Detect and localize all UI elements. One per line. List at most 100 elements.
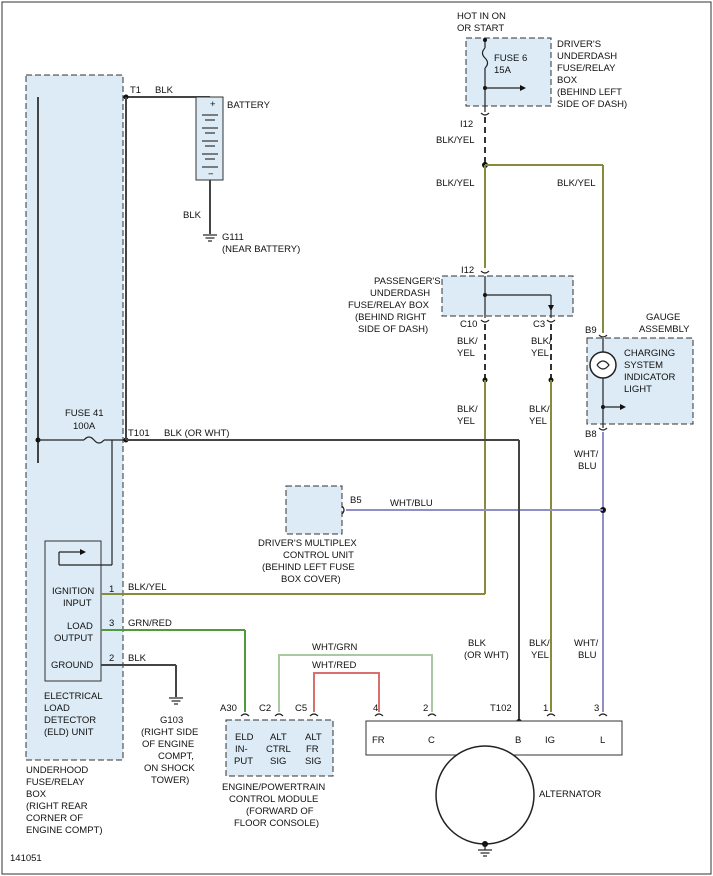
eld-load-a: LOAD — [67, 621, 93, 632]
alt-pin-2: 2 — [423, 703, 428, 714]
alt-pin-3: 3 — [594, 703, 599, 714]
t101-label: T101 — [128, 428, 150, 439]
ecm-box — [225, 719, 334, 777]
eld-line2: LOAD — [44, 703, 70, 714]
eld-pin2: 2 — [109, 653, 114, 664]
pass-box-pin-c3: C3 — [533, 319, 545, 330]
wire-blkyel-top: BLK/YEL — [436, 135, 475, 146]
eld-ground: GROUND — [51, 660, 93, 671]
ecm-sig3-c: SIG — [305, 756, 321, 767]
gauge-line4: LIGHT — [624, 384, 652, 395]
wire-b5: WHT/BLU — [390, 498, 433, 509]
wire-l-a: WHT/ — [574, 638, 599, 649]
drivers-fuse-box-group: HOT IN ON OR START FUSE 6 15A DRIVER'S U… — [436, 11, 627, 333]
alternator-group: BLK (OR WHT) BLK/ YEL WHT/ BLU 4 2 T102 … — [365, 638, 623, 857]
ecm-line3: (FORWARD OF — [246, 806, 314, 817]
gauge-pin-b8: B8 — [585, 429, 597, 440]
fuse41-icon — [83, 436, 105, 444]
pass-box-pin-i12: I12 — [461, 265, 474, 276]
alt-term-ig: IG — [545, 735, 555, 746]
ecm-sig1-c: PUT — [234, 756, 253, 767]
fuse6-label: FUSE 6 — [494, 53, 527, 64]
passengers-fuse-box — [441, 275, 574, 317]
gauge-line1: CHARGING — [624, 348, 675, 359]
wire-ig-b: YEL — [531, 650, 549, 661]
battery-gnd-wire: BLK — [183, 210, 202, 221]
ecm-line1: ENGINE/POWERTRAIN — [222, 782, 325, 793]
g103-group: G103 (RIGHT SIDE OF ENGINE COMPT, ON SHO… — [141, 697, 198, 786]
passengers-fuse-box-group: I12 PASSENGER'S UNDERDASH FUSE/RELAY BOX… — [348, 265, 574, 712]
hot-line1: HOT IN ON — [457, 11, 506, 22]
g103-line5: TOWER) — [151, 775, 189, 786]
drivers-box-line3: FUSE/RELAY — [557, 63, 616, 74]
eld-pin3: 3 — [109, 618, 114, 629]
drivers-box-line1: DRIVER'S — [557, 39, 601, 50]
ecm-sig2-b: CTRL — [266, 744, 291, 755]
multiplex-unit-box — [285, 485, 343, 535]
wire-l-b: BLU — [578, 650, 597, 661]
underhood-line6: ENGINE COMPT) — [26, 825, 103, 836]
ecm-sig2-a: ALT — [270, 732, 287, 743]
gauge-assembly-group: GAUGE ASSEMBLY B9 CHARGING SYSTEM INDICA… — [574, 312, 694, 712]
alt-term-b: B — [515, 735, 521, 746]
eld-line4: (ELD) UNIT — [44, 727, 94, 738]
alt-t102: T102 — [490, 703, 512, 714]
wire-load: GRN/RED — [128, 618, 172, 629]
diagram-code: 141051 — [10, 853, 42, 864]
gauge-title2: ASSEMBLY — [639, 324, 690, 335]
ecm-line2: CONTROL MODULE — [229, 794, 318, 805]
wire-c10-a: BLK/ — [457, 336, 478, 347]
wire-c3-low-b: YEL — [529, 416, 547, 427]
wire-b-a: BLK — [468, 638, 487, 649]
g111-location: (NEAR BATTERY) — [222, 244, 300, 255]
alt-term-fr: FR — [372, 735, 385, 746]
wire-t101: BLK (OR WHT) — [164, 428, 229, 439]
multiplex-unit-group: B5 WHT/BLU DRIVER'S MULTIPLEX CONTROL UN… — [258, 485, 603, 585]
ecm-line4: FLOOR CONSOLE) — [234, 818, 319, 829]
t1-wire-label: BLK — [155, 85, 174, 96]
battery-plus-icon: + — [210, 99, 216, 110]
wire-gnd: BLK — [128, 653, 147, 664]
eld-pin1: 1 — [109, 584, 114, 595]
eld-line1: ELECTRICAL — [44, 691, 103, 702]
ground-g111-icon — [203, 234, 217, 242]
g103-label: G103 — [160, 715, 183, 726]
alternator-icon — [435, 745, 535, 845]
alt-term-l: L — [600, 735, 605, 746]
drivers-box-line4: BOX — [557, 75, 578, 86]
indicator-lamp-icon — [589, 351, 617, 379]
wire-c3-a: BLK/ — [531, 336, 552, 347]
g103-line1: (RIGHT SIDE — [141, 727, 198, 738]
alt-pin-1: 1 — [543, 703, 548, 714]
wire-blkyel-left: BLK/YEL — [436, 178, 475, 189]
gauge-line3: INDICATOR — [624, 372, 676, 383]
battery-minus-icon: − — [208, 169, 214, 180]
wire-ign: BLK/YEL — [128, 582, 167, 593]
underhood-line1: UNDERHOOD — [26, 765, 88, 776]
g103-line2: OF ENGINE — [142, 739, 194, 750]
alternator-ground-icon — [478, 849, 492, 857]
eld-ign-a: IGNITION — [52, 586, 94, 597]
ecm-sig3-b: FR — [306, 744, 319, 755]
ecm-sig1-b: IN- — [235, 744, 248, 755]
wire-whtgrn: WHT/GRN — [312, 642, 358, 653]
underhood-box-group: FUSE 41 100A T101 BLK (OR WHT) IGNITION … — [25, 74, 520, 836]
underhood-line4: (RIGHT REAR — [26, 801, 88, 812]
underhood-line3: BOX — [26, 789, 47, 800]
eld-load-b: OUTPUT — [54, 633, 93, 644]
drivers-box-line2: UNDERDASH — [557, 51, 617, 62]
gauge-pin-b9: B9 — [585, 325, 597, 336]
multiplex-line1: DRIVER'S MULTIPLEX — [258, 538, 357, 549]
pass-box-line2: UNDERDASH — [370, 288, 430, 299]
drivers-box-pin-i12: I12 — [460, 119, 473, 130]
g111-label: G111 — [222, 232, 244, 243]
fuse41-label: FUSE 41 — [65, 408, 104, 419]
ecm-sig3-a: ALT — [305, 732, 322, 743]
drivers-fuse-box — [465, 37, 552, 107]
wire-c3-low-a: BLK/ — [529, 404, 550, 415]
gauge-line2: SYSTEM — [624, 360, 663, 371]
hot-line2: OR START — [457, 23, 504, 34]
eld-line3: DETECTOR — [44, 715, 96, 726]
pass-box-line5: SIDE OF DASH) — [358, 324, 428, 335]
